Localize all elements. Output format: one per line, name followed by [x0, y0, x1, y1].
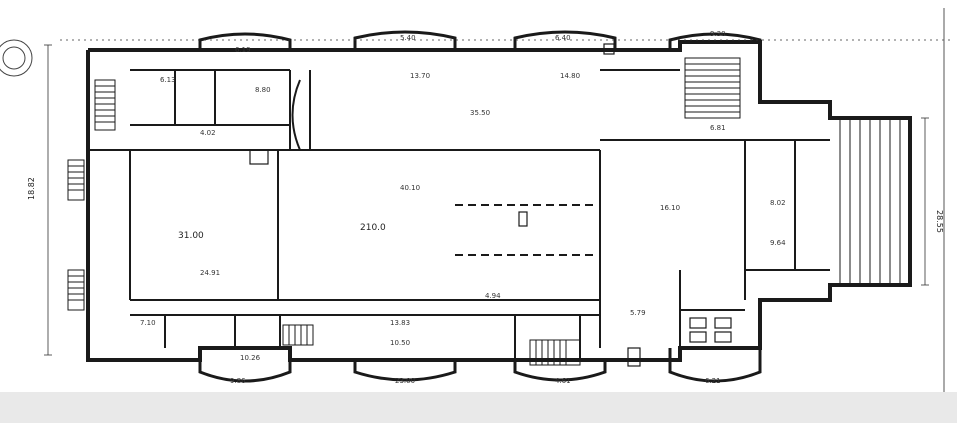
- stairs: [67, 57, 901, 366]
- room-label: 4.02: [200, 129, 216, 137]
- room-label: 6.21: [705, 377, 721, 385]
- bay-bumps-bottom: [198, 348, 762, 383]
- dimension-lines: [44, 39, 950, 356]
- room-label: 16.10: [660, 204, 680, 212]
- hall-labels: 210.0 31.00: [178, 223, 386, 241]
- room-label: 6.13: [160, 76, 176, 84]
- stair-left-top: [94, 79, 116, 131]
- room-area-labels: 6.19 5.40 6.40 9.30 6.13 8.80 13.70 14.8…: [140, 30, 786, 385]
- room-label: 6.81: [710, 124, 726, 132]
- room-label: 14.80: [560, 72, 580, 80]
- stair-bottom-right: [529, 339, 581, 366]
- stair-right-porch: [839, 120, 901, 285]
- room-label: 6.19: [235, 46, 251, 54]
- dashed-beams: [455, 204, 598, 256]
- dim-right-height: 28.55: [935, 210, 944, 233]
- bay-bumps-top: [198, 30, 762, 50]
- room-label: 9.64: [770, 239, 786, 247]
- room-label: 35.50: [470, 109, 490, 117]
- dim-left-height: 18.82: [27, 177, 36, 200]
- room-label: 10.50: [390, 339, 410, 347]
- room-label: 8.02: [770, 199, 786, 207]
- fixtures: [249, 43, 732, 367]
- main-hall-area: 210.0: [360, 223, 386, 233]
- dimension-labels: 18.82 28.55: [27, 177, 944, 233]
- room-label: 13.70: [410, 72, 430, 80]
- room-label: 5.79: [630, 309, 646, 317]
- inner-walls: [88, 69, 830, 360]
- stair-top-right: [684, 57, 741, 119]
- room-label: 9.86: [230, 377, 246, 385]
- stage-area: 31.00: [178, 231, 204, 241]
- outer-walls: [86, 40, 912, 362]
- room-label: 40.10: [400, 184, 420, 192]
- stair-left-outside-bottom: [67, 269, 85, 311]
- room-label: 10.26: [240, 354, 261, 362]
- room-label: 6.40: [555, 34, 571, 42]
- room-label: 8.80: [255, 86, 271, 94]
- room-label: 24.91: [200, 269, 220, 277]
- stamp-seal: [0, 39, 33, 77]
- room-label: 13.83: [390, 319, 410, 327]
- footer-band: [0, 392, 957, 423]
- room-label: 5.40: [400, 34, 416, 42]
- room-label: 9.30: [710, 30, 726, 38]
- room-label: 4.61: [555, 377, 571, 385]
- floor-plan-drawing: 18.82 28.55 210.0 31.00 6.19 5.40 6.40 9…: [0, 8, 950, 392]
- stair-bottom-mid: [282, 324, 314, 346]
- stair-left-outside-top: [67, 159, 85, 201]
- room-label: 4.94: [485, 292, 501, 300]
- curved-wall: [291, 79, 301, 151]
- room-label: 23.00: [395, 377, 415, 385]
- room-label: 7.10: [140, 319, 156, 327]
